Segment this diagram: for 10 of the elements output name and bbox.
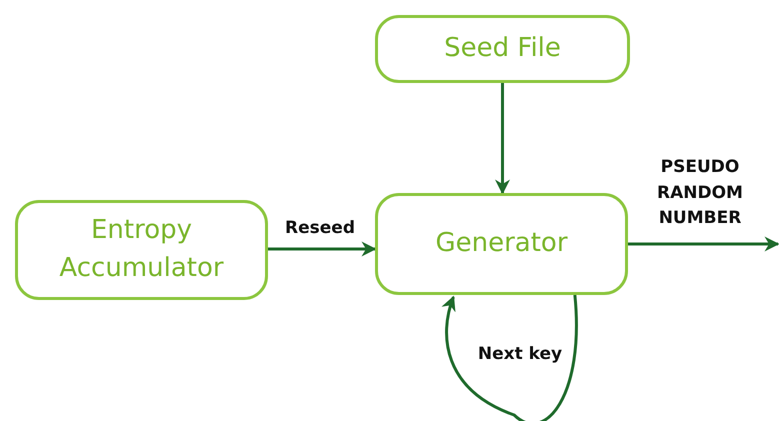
arrow — [442, 294, 578, 421]
process-box — [15, 200, 268, 300]
node-label: Generator — [435, 227, 568, 260]
node-label: Seed File — [444, 32, 561, 66]
node-label: Entropy Accumulator — [58, 214, 225, 285]
arrow — [495, 83, 510, 194]
arrow — [628, 236, 779, 252]
arrow — [268, 242, 376, 256]
process-box — [375, 15, 630, 83]
process-box — [375, 193, 628, 295]
